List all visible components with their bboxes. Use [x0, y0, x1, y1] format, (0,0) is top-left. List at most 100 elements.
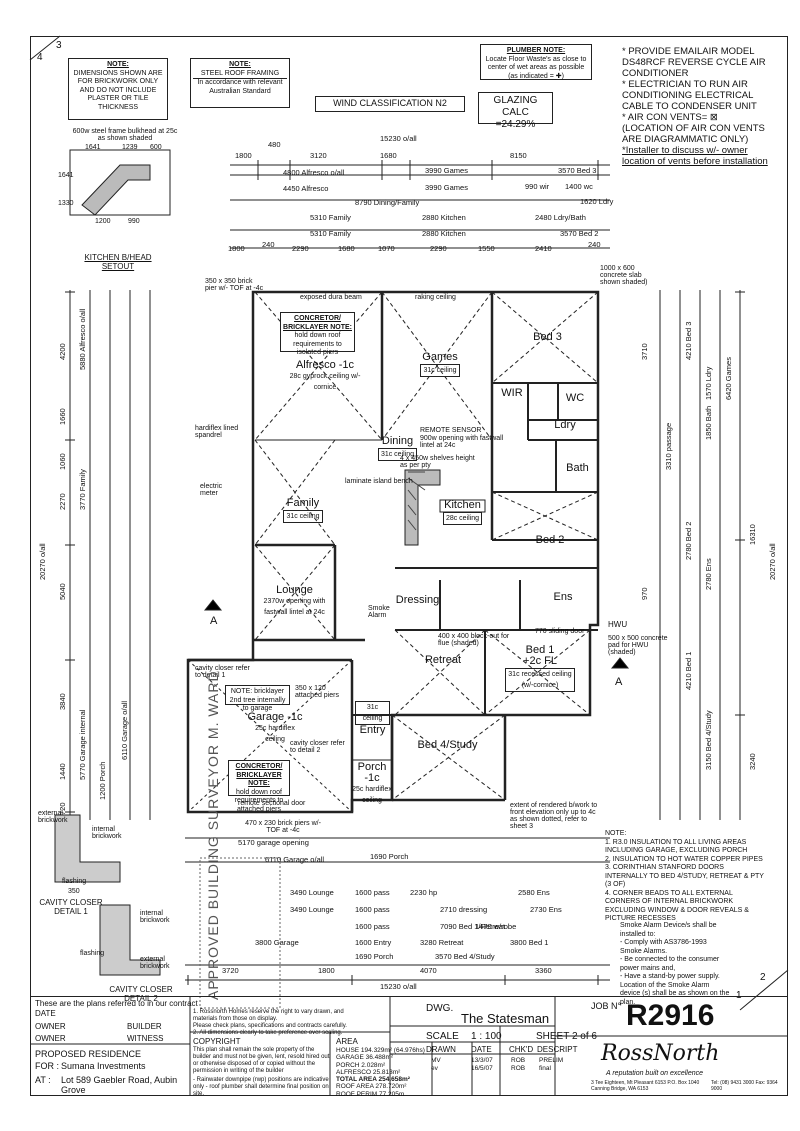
dim-label: 1850 Bath [704, 405, 713, 440]
dim-label: 1600 pass [355, 922, 390, 931]
dim-label: 4070 [420, 966, 437, 975]
dim-label: 3490 Lounge [290, 905, 334, 914]
dim-label: 1060 [58, 453, 67, 470]
note-title: NOTE: [107, 61, 129, 68]
dim-label: 3240 [748, 753, 757, 770]
aircon-line: *Installer to discuss w/- owner location… [622, 145, 768, 167]
note-line: 2. All dimensions clearly to take prefer… [193, 1030, 343, 1036]
detail-label: external brickwork [38, 810, 68, 824]
dim-label: 8150 [510, 151, 527, 160]
dim-label: 1200 [95, 218, 111, 225]
company-logo: RossNorth [601, 1041, 720, 1066]
dim-label: 6110 Garage o/all [265, 855, 325, 864]
rev-header: DRAWN [426, 1045, 456, 1054]
sheet-number: SHEET 2 of 6 [536, 1031, 597, 1042]
rev-cell: ROB [511, 1057, 526, 1064]
dim-label: 3490 Lounge [290, 888, 334, 897]
room-name: Ens [553, 591, 573, 603]
room-note: 2370w opening with fastwall lintel at 24… [263, 598, 326, 616]
dim-label: 3150 Bed 4/Study [704, 710, 713, 770]
room-name: Garage -1c [247, 711, 303, 723]
kitchen-bulkhead-note: 600w steel frame bulkhead at 25c as show… [72, 128, 178, 142]
room-name: Bath [566, 462, 589, 474]
concretor-note-2: CONCRETOR/ BRICKLAYER NOTE: hold down ro… [228, 760, 290, 813]
room-family: Family 31c ceiling [278, 498, 328, 523]
plan-label: 500 x 500 concrete pad for HWU (shaded) [608, 635, 668, 656]
job-number: R2916 [626, 999, 715, 1032]
dim-label: 2780 Ens [704, 558, 713, 590]
ceiling-tag: 28c ceiling [442, 512, 483, 525]
note-line: - Be connected to the consumer power mai… [620, 956, 720, 972]
note-line: Please check plans, specifications and c… [193, 1023, 347, 1029]
room-note: +2c FL [523, 655, 557, 667]
title-block: These are the plans referred to in our c… [30, 996, 788, 1098]
rev-header: CHK'D [509, 1045, 534, 1054]
room-name: Kitchen [444, 499, 481, 511]
dim-label: 3570 Bed 2 [560, 229, 599, 238]
plan-label: exposed dura beam [300, 294, 362, 301]
dim-label: 3990 Games [425, 166, 468, 175]
dim-label: 1641 [58, 172, 74, 179]
copyright-title: COPYRIGHT [193, 1037, 241, 1046]
room-bed1: Bed 1 +2c FL 31c recessed ceiling (w/-co… [505, 645, 575, 692]
note-line: Smoke Alarm Device/s shall be installed … [620, 922, 717, 938]
area-line: ALFRESCO 25.813m² [336, 1068, 401, 1076]
dim-label: 240 [588, 240, 601, 249]
overall-depth-right-2: 20270 o/all [768, 543, 777, 580]
overall-width-bottom: 15230 o/all [380, 982, 417, 991]
dim-label: 3770 Family [78, 469, 87, 510]
company-phone: Tel: (08) 9431 3000 Fax: 9364 9000 [711, 1080, 778, 1092]
plan-label: 4 x 450w shelves height as per pty [400, 455, 475, 469]
detail-label: 350 [68, 888, 80, 895]
room-dining: Dining 31c ceiling [375, 436, 420, 461]
room-name: Bed 1 [525, 644, 555, 656]
at-label: AT : [35, 1075, 51, 1085]
dim-label: 3280 Retreat [420, 938, 464, 947]
room-name: Bed 2 [535, 534, 565, 546]
wind-classification: WIND CLASSIFICATION N2 [315, 96, 465, 112]
dim-label: 3120 [310, 151, 327, 160]
note-text: hold down roof requirements to attached … [234, 788, 284, 813]
ceiling-tag: 31c ceiling [283, 510, 323, 523]
dim-label: 2290 [292, 244, 309, 253]
copyright-text: This plan shall remain the sole property… [193, 1047, 330, 1074]
plan-label: 350 x 350 brick pier w/- TOF at -4c [205, 278, 264, 292]
plan-label: cavity closer refer to detail 1 [195, 665, 250, 679]
dim-label: 2480 Ldry/Bath [535, 213, 586, 222]
site-address: Lot 589 Gaebler Road, Aubin Grove [61, 1075, 178, 1095]
dim-label: 2270 [58, 493, 67, 510]
area-line: HOUSE 194.329m² (64.976hs) [336, 1047, 425, 1054]
for-label: FOR : [35, 1061, 59, 1071]
dim-label: 1800 [228, 244, 245, 253]
room-name: Lounge [276, 584, 313, 596]
plan-label: 900w opening with fastwall lintel at 24c [420, 435, 504, 449]
dim-label: 1200 Porch [98, 761, 107, 800]
dim-label: 2230 hp [410, 888, 438, 897]
area-line: ROOF AREA 278.720m² [336, 1083, 407, 1091]
dim-label: 3720 [222, 966, 239, 975]
glazing-title: GLAZING CALC [493, 95, 538, 118]
room-name: Family [286, 497, 320, 509]
area-line: ROOF PERIM 77.205m [336, 1090, 405, 1098]
dim-label: 4210 Bed 1 [684, 651, 693, 690]
dim-label: 240 [262, 240, 275, 249]
dim-label: 4210 Bed 3 [684, 321, 693, 360]
dim-label: 1800 [235, 151, 252, 160]
dim-label: 8790 Dining/Family [355, 198, 420, 207]
section-marker-right: A [615, 676, 623, 688]
plan-label: 770 sliding door [535, 628, 585, 635]
dim-label: 1800 [318, 966, 335, 975]
contract-note: These are the plans referred to in our c… [35, 999, 198, 1008]
aircon-line: (LOCATION OF AIR CON VENTS ARE DIAGRAMMA… [622, 123, 765, 145]
dim-label: 2580 Ens [518, 888, 550, 897]
rev-header: DATE [471, 1045, 492, 1054]
ceiling-tag: 31c ceiling [377, 448, 418, 461]
dim-label: 1600 pass [355, 888, 390, 897]
note-line: 1. Rossnorth Homes reserve the right to … [193, 1009, 344, 1022]
dim-label: 5310 Family [310, 229, 351, 238]
room-name: Alfresco -1c [295, 359, 355, 371]
plan-label: 1000 x 600 concrete slab shown shaded) [600, 265, 648, 286]
dim-label: 1600 Entry [355, 938, 392, 947]
note-text: DIMENSIONS SHOWN ARE FOR BRICKWORK ONLY … [73, 69, 163, 111]
witness-label: WITNESS [127, 1034, 164, 1043]
